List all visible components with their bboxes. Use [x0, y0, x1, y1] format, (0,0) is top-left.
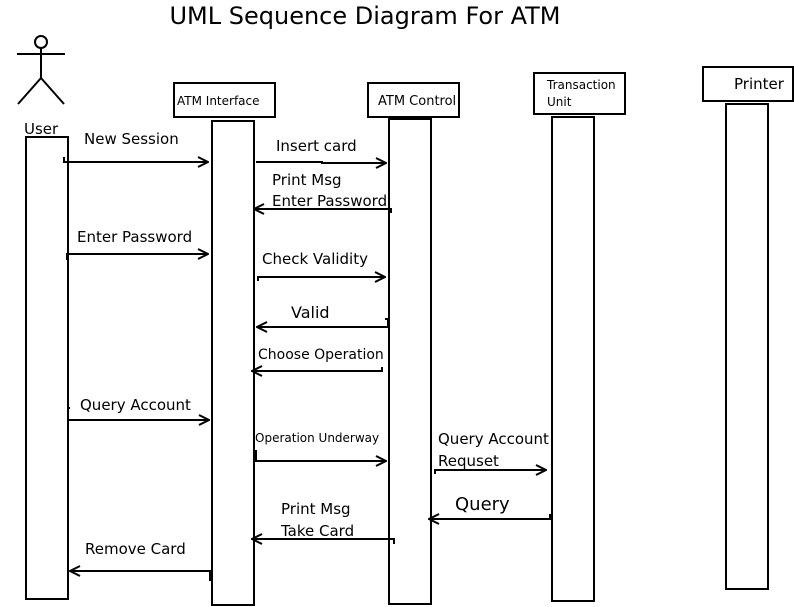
message-insert-card: Insert card: [256, 137, 386, 163]
actor-label: User: [24, 120, 59, 138]
svg-text:Insert card: Insert card: [276, 137, 357, 155]
printer-activation-bar: [725, 103, 769, 590]
svg-text:Enter Password: Enter Password: [77, 228, 192, 246]
atm-control-label: ATM Control: [378, 94, 456, 109]
svg-text:Operation Underway: Operation Underway: [255, 431, 379, 445]
message-query-account-request: Query Account Requset: [434, 430, 549, 474]
svg-text:Requset: Requset: [438, 452, 499, 470]
message-enter-password: Enter Password: [66, 228, 208, 260]
message-query: Query: [429, 494, 551, 519]
printer-label: Printer: [734, 75, 785, 93]
svg-text:Print Msg: Print Msg: [281, 500, 351, 518]
message-print-msg-enter-password: Print Msg Enter Password: [254, 171, 392, 213]
transaction-unit-activation-bar: [551, 116, 595, 602]
user-activation-bar: [25, 136, 69, 600]
transaction-unit-label: Transaction: [546, 78, 616, 92]
atm-interface-header: [173, 82, 276, 118]
svg-text:Query Account: Query Account: [80, 396, 191, 414]
message-print-msg-take-card: Print Msg Take Card: [252, 500, 395, 544]
svg-text:Valid: Valid: [291, 303, 330, 322]
transaction-unit-label-line2: Unit: [547, 95, 572, 109]
svg-text:Query: Query: [455, 494, 510, 515]
atm-interface-label: ATM Interface: [177, 94, 260, 108]
message-new-session: New Session: [63, 130, 208, 162]
message-choose-operation: Choose Operation: [252, 347, 384, 371]
svg-text:New Session: New Session: [84, 130, 179, 148]
atm-control-header: [367, 82, 460, 118]
message-check-validity: Check Validity: [257, 250, 385, 281]
message-valid: Valid: [257, 303, 389, 327]
transaction-unit-header: [533, 72, 626, 115]
svg-text:Check Validity: Check Validity: [262, 250, 368, 268]
svg-text:Take Card: Take Card: [280, 522, 354, 540]
atm-control-activation-bar: [388, 118, 432, 605]
svg-text:Remove Card: Remove Card: [85, 540, 186, 558]
user-actor-icon: [17, 35, 65, 105]
printer-header: [702, 66, 794, 102]
svg-text:Enter Password: Enter Password: [272, 192, 387, 210]
atm-interface-activation-bar: [211, 120, 255, 606]
message-operation-underway: Operation Underway: [255, 431, 386, 461]
svg-text:Query Account: Query Account: [438, 430, 549, 448]
svg-text:Choose Operation: Choose Operation: [258, 347, 384, 363]
message-remove-card: Remove Card: [70, 540, 211, 581]
svg-text:Print Msg: Print Msg: [272, 171, 342, 189]
diagram-title: UML Sequence Diagram For ATM: [169, 2, 560, 30]
message-query-account: Query Account: [67, 396, 209, 420]
